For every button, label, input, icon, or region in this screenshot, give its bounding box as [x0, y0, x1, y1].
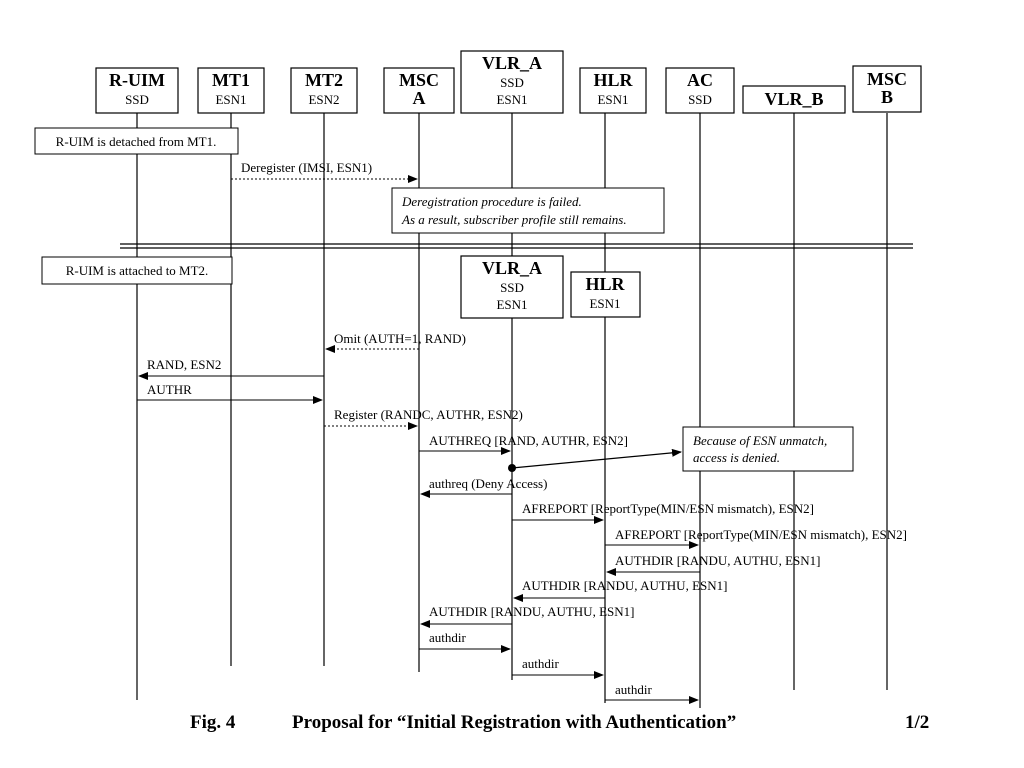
entity-vlra: VLR_A SSD ESN1 [460, 50, 564, 114]
note-attached-text: R-UIM is attached to MT2. [66, 263, 209, 278]
msg-deregister-label: Deregister (IMSI, ESN1) [241, 160, 372, 175]
phase2-hlr-name: HLR [585, 274, 625, 294]
msg-authreq-resp-label: authreq (Deny Access) [429, 476, 547, 491]
entity-mscb: MSC B [852, 65, 922, 113]
msg-authdir3: AUTHDIR [RANDU, AUTHU, ESN1] [420, 604, 634, 628]
msg-register: Register (RANDC, AUTHR, ESN2) [324, 407, 523, 430]
entity-ac-sub: SSD [688, 92, 712, 107]
note-failed-line1: Deregistration procedure is failed. [401, 194, 582, 209]
entity-hlr-name: HLR [593, 70, 633, 90]
note-failed: Deregistration procedure is failed. As a… [391, 187, 665, 234]
msg-authreq: AUTHREQ [RAND, AUTHR, ESN2] [419, 433, 628, 455]
msg-authdir-r3-label: authdir [615, 682, 652, 697]
phase2-entity-vlra: VLR_A SSD ESN1 [460, 255, 564, 319]
msg-rand-esn2-label: RAND, ESN2 [147, 357, 221, 372]
phase2-vlra-sub1: SSD [500, 280, 524, 295]
note-denied-line2: access is denied. [693, 450, 780, 465]
connector-denied [508, 448, 682, 472]
phase2-vlra-sub2: ESN1 [496, 297, 527, 312]
connector-dot [508, 464, 516, 472]
entity-mt1: MT1 ESN1 [197, 67, 265, 114]
entity-ruim-name: R-UIM [109, 70, 165, 90]
entity-mt1-name: MT1 [212, 70, 250, 90]
note-attached: R-UIM is attached to MT2. [41, 256, 233, 285]
msg-rand-esn2: RAND, ESN2 [138, 357, 324, 380]
msg-register-label: Register (RANDC, AUTHR, ESN2) [334, 407, 523, 422]
msg-authdir-r3: authdir [605, 682, 699, 704]
msg-afreport1-label: AFREPORT [ReportType(MIN/ESN mismatch), … [522, 501, 814, 516]
msg-authdir-r2-label: authdir [522, 656, 559, 671]
entity-mt2-name: MT2 [305, 70, 343, 90]
figure-title: Proposal for “Initial Registration with … [292, 712, 737, 733]
entity-vlra-sub2: ESN1 [496, 92, 527, 107]
msg-omit: Omit (AUTH=1, RAND) [325, 331, 466, 353]
phase2-hlr-sub: ESN1 [589, 296, 620, 311]
entity-vlra-name: VLR_A [482, 53, 542, 73]
note-detached-text: R-UIM is detached from MT1. [56, 134, 217, 149]
entity-msca: MSC A [383, 67, 455, 114]
note-failed-line2: As a result, subscriber profile still re… [401, 212, 627, 227]
entity-vlra-sub1: SSD [500, 75, 524, 90]
phase2-vlra-name: VLR_A [482, 258, 542, 278]
msg-authr: AUTHR [137, 382, 323, 404]
msg-authdir-r1: authdir [419, 630, 511, 653]
entity-ac: AC SSD [665, 67, 735, 114]
entity-ruim: R-UIM SSD [95, 67, 179, 114]
entity-mscb-name2: B [881, 87, 893, 107]
msg-authreq-resp: authreq (Deny Access) [420, 476, 547, 498]
entity-ac-name: AC [687, 70, 713, 90]
msg-authdir-r2: authdir [512, 656, 604, 679]
msg-authdir1-label: AUTHDIR [RANDU, AUTHU, ESN1] [615, 553, 820, 568]
msg-omit-label: Omit (AUTH=1, RAND) [334, 331, 466, 346]
entity-vlrb-name: VLR_B [764, 89, 823, 109]
entity-mscb-name1: MSC [867, 69, 907, 89]
msg-deregister: Deregister (IMSI, ESN1) [231, 160, 418, 183]
entity-ruim-sub: SSD [125, 92, 149, 107]
msg-authr-label: AUTHR [147, 382, 192, 397]
entity-msca-name2: A [413, 88, 426, 108]
msg-authreq-label: AUTHREQ [RAND, AUTHR, ESN2] [429, 433, 628, 448]
figure-number: Fig. 4 [190, 712, 236, 733]
entity-mt2: MT2 ESN2 [290, 67, 358, 114]
phase-separator [120, 243, 913, 249]
msg-afreport2: AFREPORT [ReportType(MIN/ESN mismatch), … [605, 527, 907, 549]
entity-hlr: HLR ESN1 [579, 67, 647, 114]
msg-afreport2-label: AFREPORT [ReportType(MIN/ESN mismatch), … [615, 527, 907, 542]
msg-authdir2: AUTHDIR [RANDU, AUTHU, ESN1] [513, 578, 727, 602]
msg-authdir2-label: AUTHDIR [RANDU, AUTHU, ESN1] [522, 578, 727, 593]
note-denied-line1: Because of ESN unmatch, [693, 433, 827, 448]
note-detached: R-UIM is detached from MT1. [34, 127, 239, 155]
entity-vlrb: VLR_B [742, 85, 846, 114]
entity-mt2-sub: ESN2 [308, 92, 339, 107]
entity-msca-name1: MSC [399, 70, 439, 90]
msg-afreport1: AFREPORT [ReportType(MIN/ESN mismatch), … [512, 501, 814, 524]
phase2-entity-hlr: HLR ESN1 [570, 271, 641, 318]
entity-mt1-sub: ESN1 [215, 92, 246, 107]
note-denied: Because of ESN unmatch, access is denied… [682, 426, 854, 472]
msg-authdir1: AUTHDIR [RANDU, AUTHU, ESN1] [606, 553, 820, 576]
msg-authdir-r1-label: authdir [429, 630, 466, 645]
page-indicator: 1/2 [905, 712, 930, 733]
entity-hlr-sub: ESN1 [597, 92, 628, 107]
msg-authdir3-label: AUTHDIR [RANDU, AUTHU, ESN1] [429, 604, 634, 619]
